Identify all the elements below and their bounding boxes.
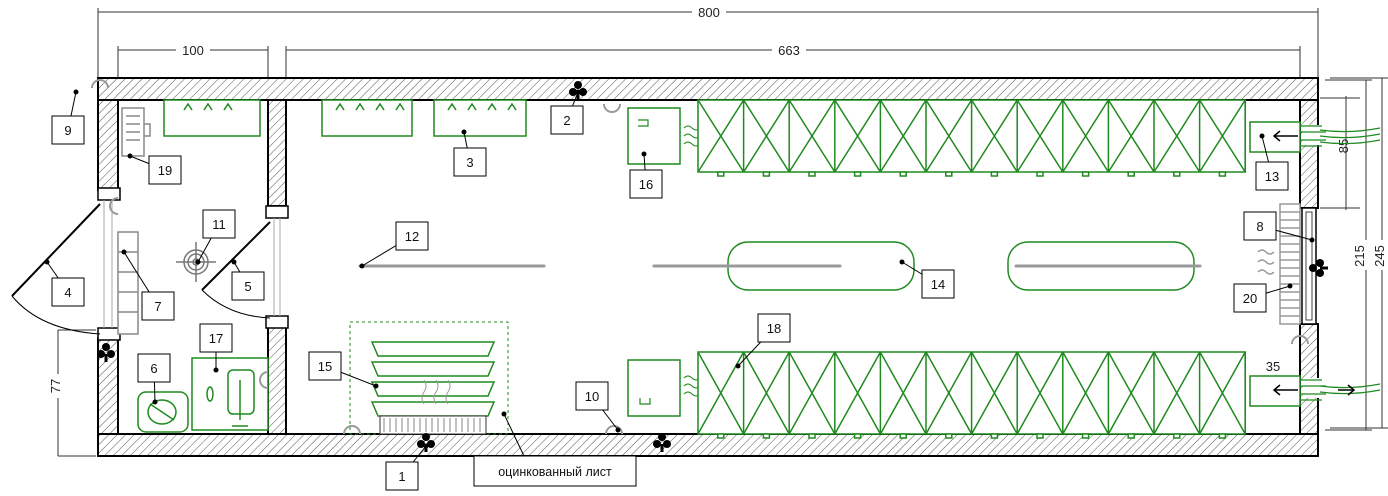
wall-openings (97, 125, 1320, 398)
callout-7: 7 (121, 249, 175, 321)
callout-1: 1 (385, 443, 429, 491)
callout-6: 6 (137, 353, 171, 405)
callout-19: 19 (127, 153, 182, 185)
heater-bottom (627, 359, 701, 417)
equipment (117, 99, 1381, 439)
callout-17: 17 (199, 323, 233, 373)
fan-top (1249, 121, 1326, 153)
callout-number: 12 (405, 229, 419, 244)
callout-number: 5 (244, 279, 251, 294)
toilet-unit (137, 391, 189, 433)
callout-number: 3 (466, 155, 473, 170)
dimension-right-low: 35 (1266, 359, 1280, 374)
shelf-rack (117, 231, 139, 335)
callout-10: 10 (575, 381, 621, 433)
callout-4: 4 (44, 259, 85, 307)
door-entrance (11, 203, 101, 335)
callout-number: 20 (1243, 291, 1257, 306)
callout-number: 8 (1256, 219, 1263, 234)
callout-number: 16 (639, 177, 653, 192)
washbasin-unit (191, 357, 269, 431)
callout-15: 15 (308, 351, 379, 389)
dimension-texts: 800 100 663 85 215 245 77 35 (48, 4, 1388, 398)
callout-13: 13 (1255, 133, 1289, 191)
callout-number: 7 (154, 299, 161, 314)
callout-number: 17 (209, 331, 223, 346)
dimension-right-mid: 215 (1352, 245, 1367, 267)
door-inner (201, 221, 271, 319)
wall-vent-mid (321, 99, 413, 137)
dimension-vestibule: 100 (182, 43, 204, 58)
callout-5: 5 (231, 259, 265, 301)
callout-number: 6 (150, 361, 157, 376)
callout-16: 16 (629, 151, 663, 199)
callout-8: 8 (1243, 211, 1315, 243)
callout-number: 9 (64, 123, 71, 138)
callout-number: 19 (158, 163, 172, 178)
callout-number: 2 (563, 113, 570, 128)
callout-number: 1 (398, 469, 405, 484)
outlet-pipes (1319, 127, 1381, 395)
socket-icon (653, 433, 671, 452)
stove-unit (349, 321, 509, 435)
callout-number: 13 (1265, 169, 1279, 184)
dimension-right-top: 85 (1336, 139, 1351, 153)
callout-number: 11 (212, 217, 226, 232)
callout-12: 12 (359, 221, 429, 269)
callout-20: 20 (1233, 283, 1293, 313)
callout-14: 14 (899, 259, 955, 299)
dimension-left-bottom: 77 (48, 379, 63, 393)
radiator-right (1257, 203, 1301, 325)
drying-rack-bottom (697, 351, 1246, 439)
wall-vent-right (433, 99, 527, 137)
callout-11: 11 (195, 209, 236, 265)
dimension-right-total: 245 (1372, 245, 1387, 267)
callout-3: 3 (453, 129, 487, 177)
dimension-overall: 800 (698, 5, 720, 20)
note-galvanized-sheet: оцинкованный лист (473, 411, 637, 487)
callout-number: 15 (318, 359, 332, 374)
note-galvanized-text: оцинкованный лист (498, 465, 612, 479)
flow-arrows (1272, 130, 1356, 396)
callout-number: 4 (64, 285, 71, 300)
wall-lamps (91, 79, 1309, 435)
wall-vent-left (163, 99, 261, 137)
socket-icon (1309, 259, 1328, 277)
water-heater (121, 107, 151, 157)
callout-9: 9 (51, 89, 85, 145)
dimension-main-hall: 663 (778, 43, 800, 58)
callout-18: 18 (735, 313, 791, 369)
callout-2: 2 (550, 89, 584, 135)
socket-icon (97, 343, 115, 362)
callout-number: 18 (767, 321, 781, 336)
callout-number: 14 (931, 277, 945, 292)
sockets (97, 81, 1328, 452)
callout-number: 10 (585, 389, 599, 404)
drying-rack-top (697, 99, 1246, 177)
heater-top (627, 107, 701, 165)
socket-icon (569, 81, 587, 100)
